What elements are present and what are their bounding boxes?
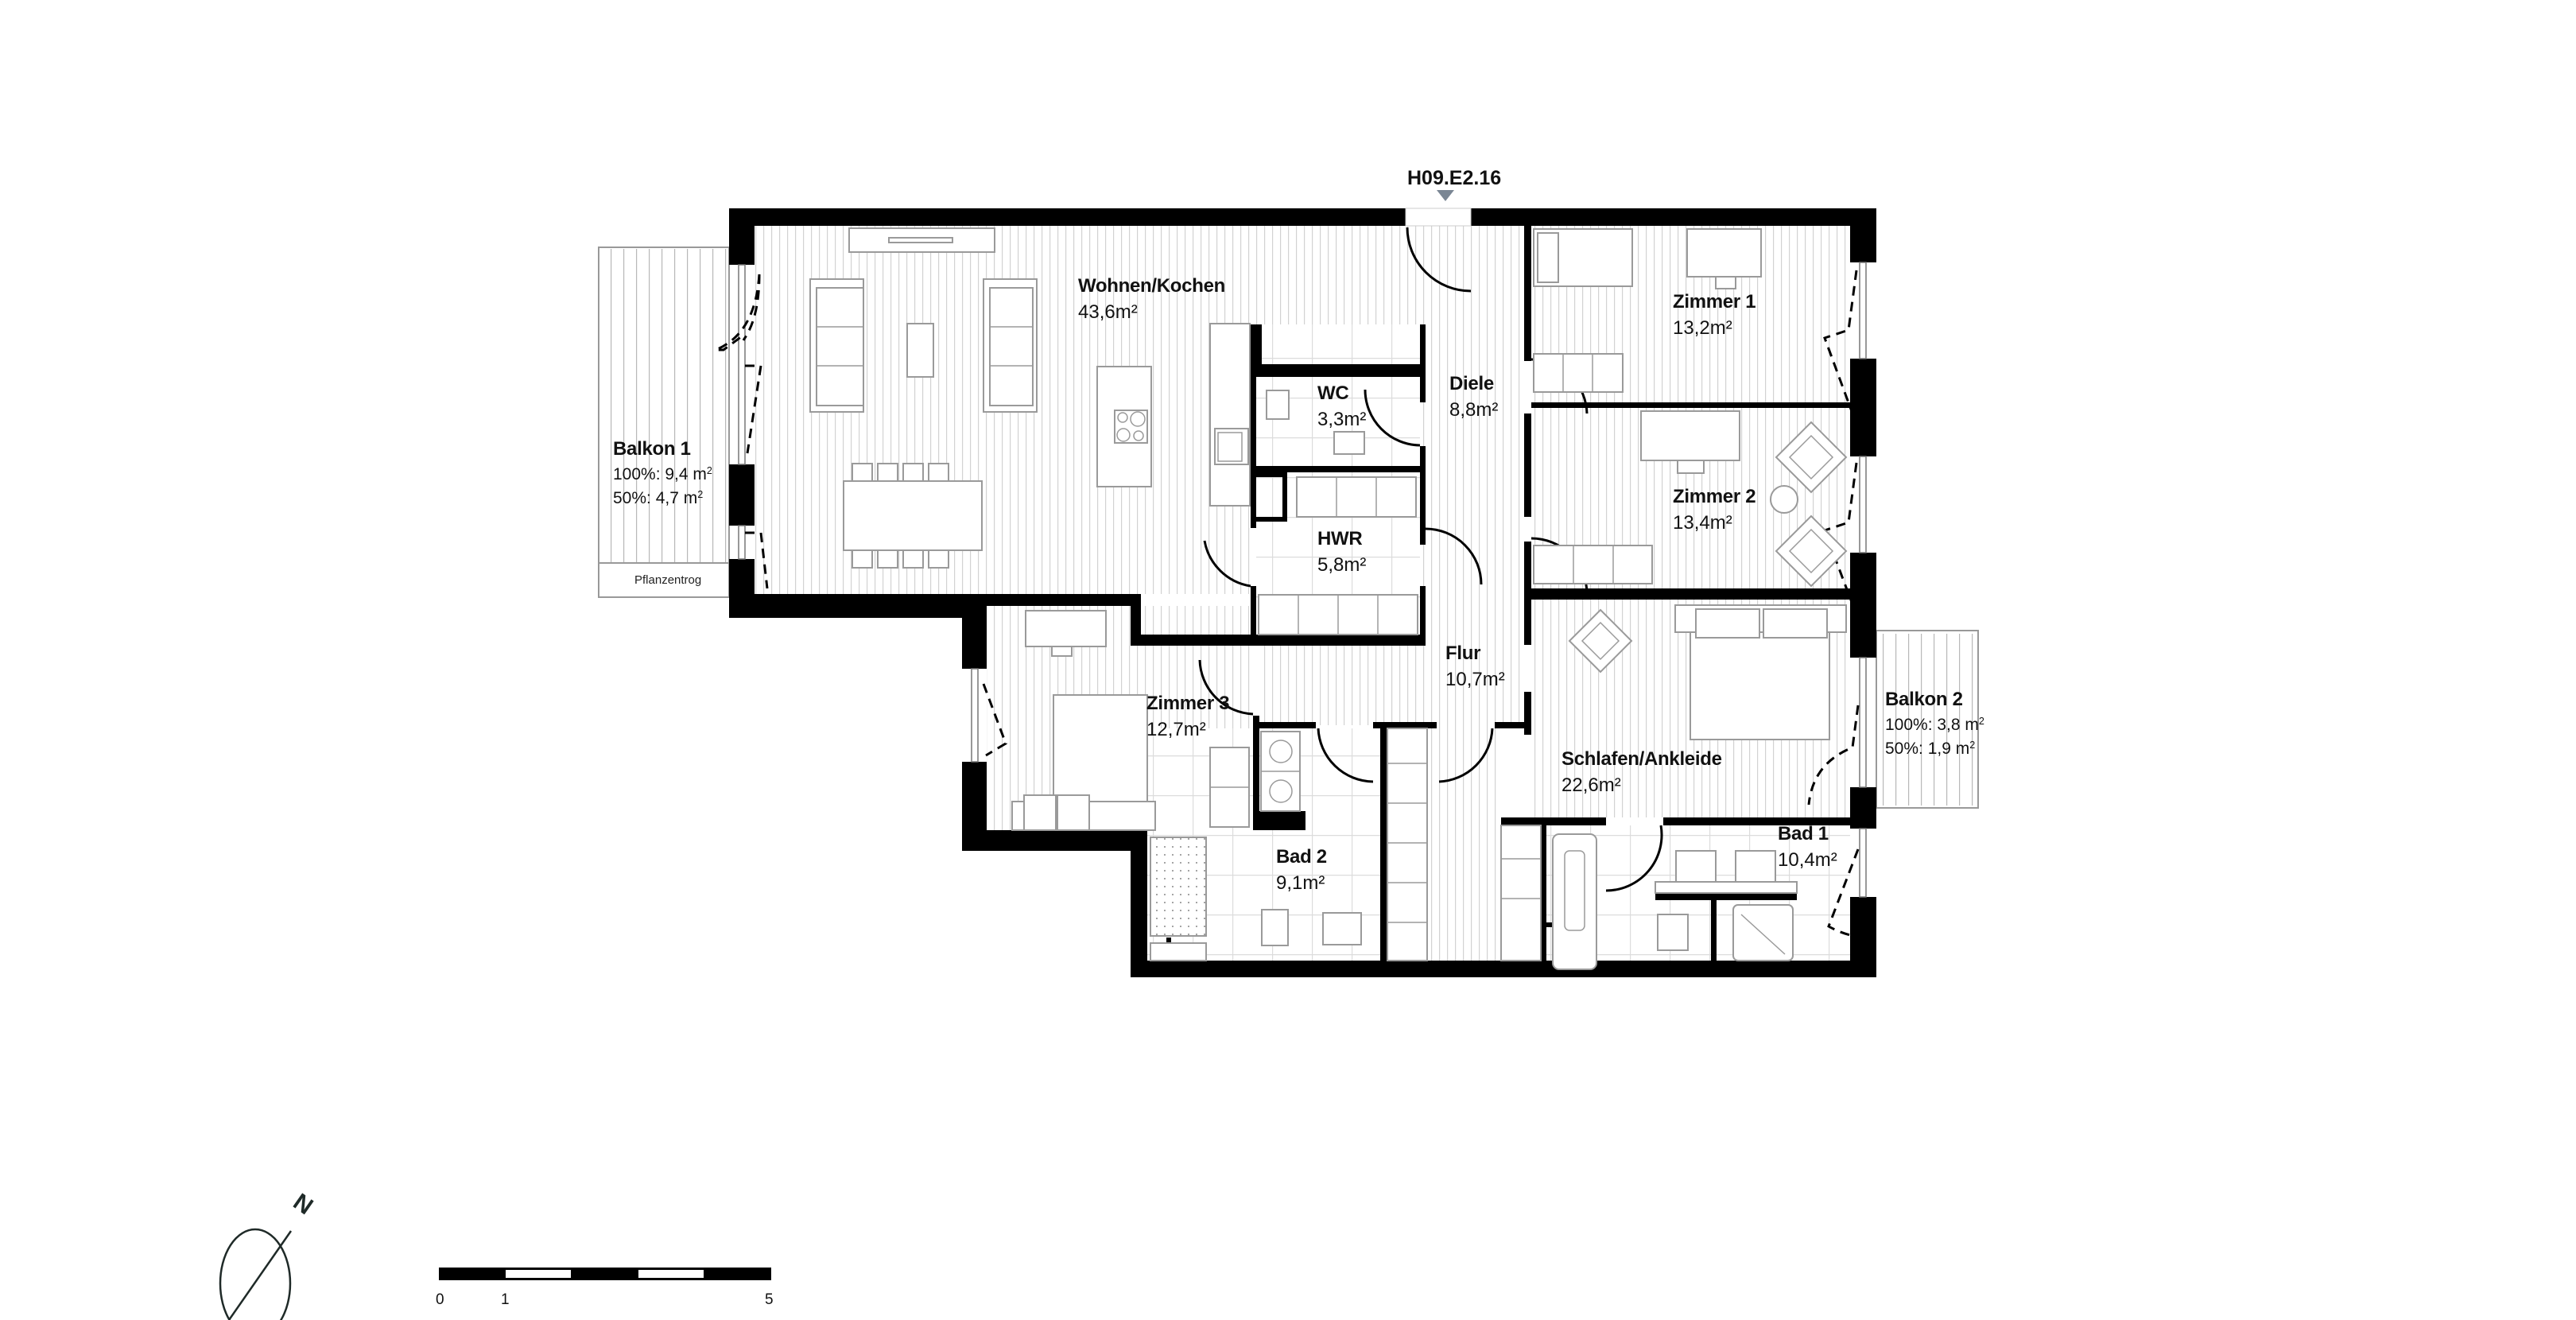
room-label-wc: WC 3,3m²: [1317, 384, 1366, 429]
room-area: 8,8m²: [1449, 399, 1499, 421]
room-area: 10,7m²: [1445, 669, 1505, 690]
kitchen-sink: [1214, 428, 1249, 465]
room-name: Schlafen/Ankleide: [1562, 748, 1722, 770]
balcony-area-full: 100%: 3,8 m2: [1885, 716, 1984, 734]
room-area: 13,4m²: [1673, 512, 1732, 534]
room-label-diele: Diele 8,8m²: [1449, 375, 1498, 420]
balcony-name: Balkon 1: [613, 438, 691, 460]
scale-tick-1: 1: [501, 1291, 510, 1308]
entry-door: [1406, 227, 1472, 293]
room-name: Bad 2: [1276, 846, 1327, 868]
unit-id-label: H09.E2.16: [1407, 167, 1502, 189]
balcony-area-half: 50%: 4,7 m2: [613, 489, 704, 507]
room-label-bad2: Bad 2 9,1m²: [1276, 848, 1327, 893]
room-label-wohnen: Wohnen/Kochen 43,6m²: [1078, 277, 1225, 322]
room-name: Zimmer 1: [1673, 291, 1756, 313]
north-arrow-icon: [219, 1228, 293, 1320]
furniture: [809, 227, 1848, 970]
room-name: Zimmer 2: [1673, 486, 1756, 507]
entry-threshold: [1405, 208, 1472, 227]
room-name: Wohnen/Kochen: [1078, 275, 1225, 297]
doors: [715, 227, 1860, 938]
balcony-1: [598, 247, 730, 598]
room-area: 13,2m²: [1673, 317, 1732, 339]
room-label-zimmer3: Zimmer 3 12,7m²: [1146, 693, 1230, 740]
room-label-zimmer1: Zimmer 1 13,2m²: [1673, 291, 1756, 339]
room-area: 3,3m²: [1317, 409, 1367, 430]
room-area: 12,7m²: [1146, 719, 1206, 740]
room-name: Zimmer 3: [1146, 693, 1230, 714]
room-area: 10,4m²: [1778, 849, 1837, 871]
bed: [1690, 631, 1830, 740]
scale-tick-0: 0: [436, 1291, 444, 1308]
balcony-name: Balkon 2: [1885, 689, 1963, 710]
room-name: WC: [1317, 382, 1349, 404]
shower-tray: [1150, 837, 1207, 937]
scale-bar: [439, 1268, 771, 1280]
balcony-area-full: 100%: 9,4 m2: [613, 465, 712, 483]
room-area: 43,6m²: [1078, 301, 1138, 323]
room-name: HWR: [1317, 528, 1363, 549]
balcony-area-half: 50%: 1,9 m2: [1885, 740, 1976, 758]
bathtub: [1552, 833, 1597, 970]
room-name: Diele: [1449, 373, 1494, 394]
room-label-flur: Flur 10,7m²: [1445, 644, 1505, 689]
floor-storage-top: [1256, 324, 1420, 364]
scale-tick-5: 5: [765, 1291, 774, 1308]
room-area: 5,8m²: [1317, 554, 1367, 576]
entry-arrow-icon: [1437, 190, 1454, 201]
cooktop: [1114, 410, 1148, 444]
planter-label: Pflanzentrog: [634, 573, 702, 587]
room-label-hwr: HWR 5,8m²: [1317, 530, 1366, 575]
room-label-schlafen: Schlafen/Ankleide 22,6m²: [1562, 750, 1722, 795]
room-area: 22,6m²: [1562, 775, 1621, 796]
balcony-2: [1876, 630, 1979, 809]
room-name: Flur: [1445, 643, 1481, 664]
walls: [729, 208, 1876, 977]
room-label-zimmer2: Zimmer 2 13,4m²: [1673, 486, 1756, 534]
room-name: Bad 1: [1778, 823, 1829, 844]
balcony-label-1: Balkon 1 100%: 9,4 m2 50%: 4,7 m2: [613, 440, 712, 507]
balcony-label-2: Balkon 2 100%: 3,8 m2 50%: 1,9 m2: [1885, 689, 1984, 758]
room-area: 9,1m²: [1276, 872, 1325, 894]
room-label-bad1: Bad 1 10,4m²: [1778, 825, 1837, 870]
windows: [738, 262, 1867, 898]
